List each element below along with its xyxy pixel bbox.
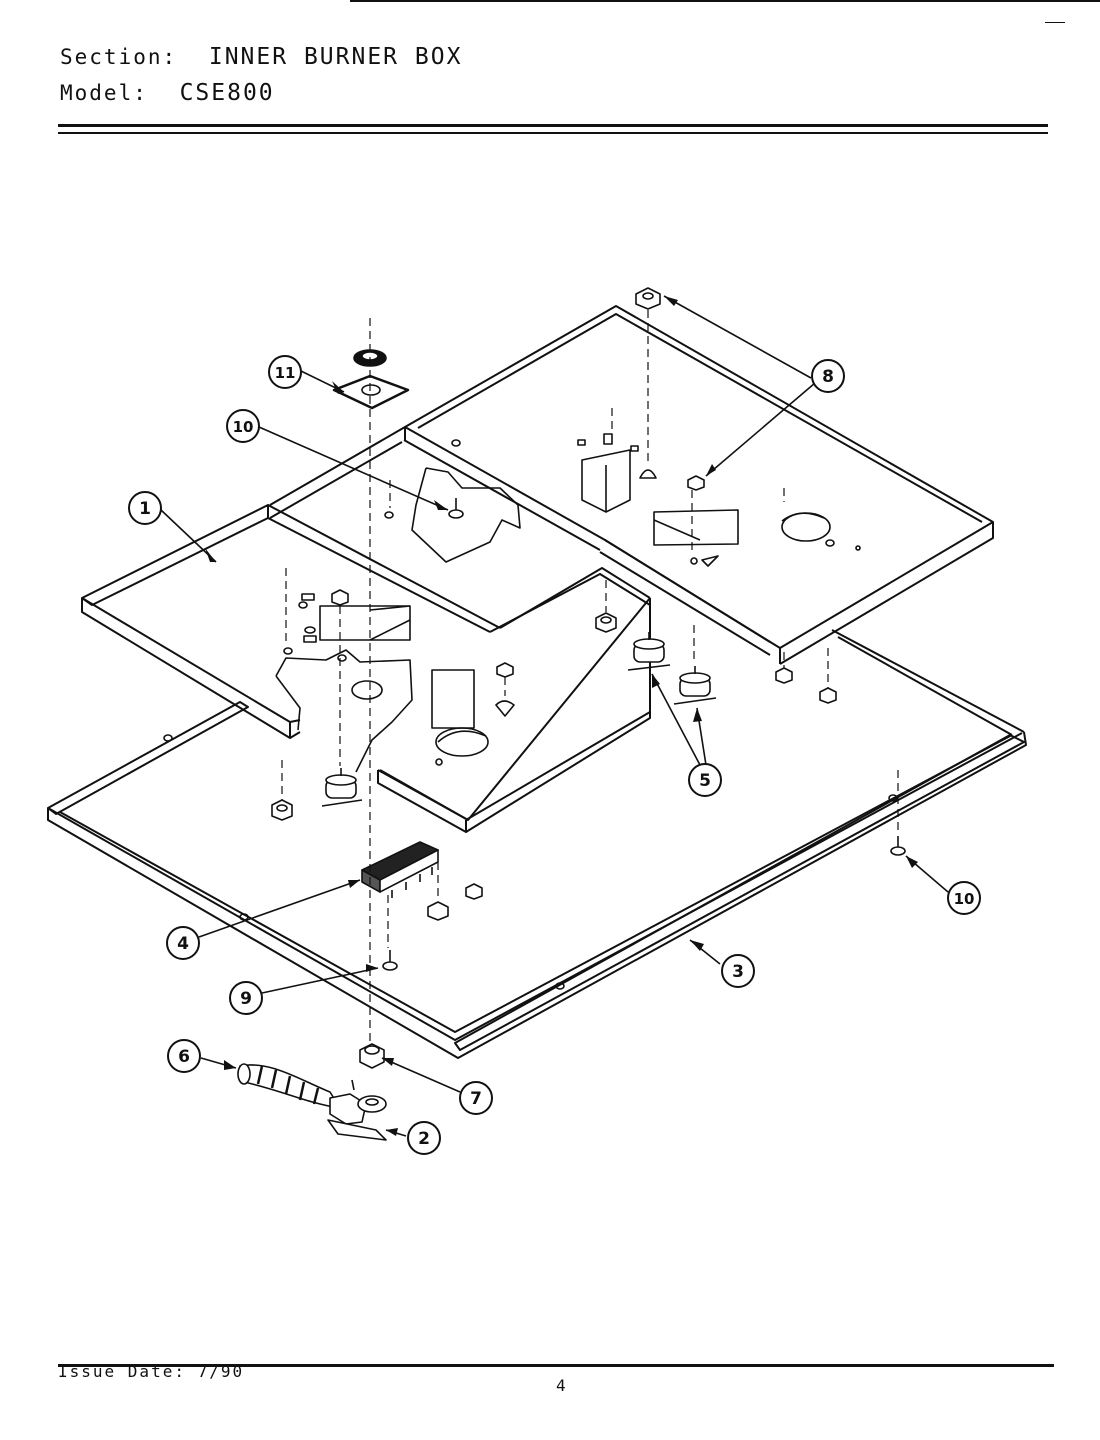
orifice-icon (359, 1043, 385, 1069)
alignment-lines (281, 310, 899, 1044)
callout-2-label: 2 (418, 1129, 430, 1149)
callout-4: 4 (166, 926, 200, 960)
callout-10-lower-label: 10 (954, 890, 975, 908)
callout-10-upper-label: 10 (233, 418, 254, 436)
callout-3-label: 3 (732, 962, 744, 982)
flex-tube-icon (237, 1063, 341, 1109)
callout-9-label: 9 (240, 989, 252, 1009)
model-key: Model: (60, 81, 148, 105)
thermostat-icon (673, 666, 717, 705)
screw-icon (382, 950, 398, 971)
callouts: 1 2 3 4 5 6 7 8 9 10 10 11 (128, 355, 981, 1155)
callout-6: 6 (167, 1039, 201, 1073)
callout-5: 5 (688, 763, 722, 797)
model-number: CSE800 (179, 80, 275, 106)
gas-valve-icon (327, 1079, 387, 1141)
mounting-plate-icon (332, 374, 410, 410)
callout-7: 7 (459, 1081, 493, 1115)
front-burner-tray (81, 504, 651, 833)
callout-7-label: 7 (470, 1089, 482, 1109)
callout-4-label: 4 (177, 934, 189, 954)
rear-burner-tray (269, 305, 994, 665)
leader-lines (160, 295, 949, 1137)
tray-details (163, 433, 898, 990)
callout-10-lower: 10 (947, 881, 981, 915)
callout-1: 1 (128, 491, 162, 525)
callout-9: 9 (229, 981, 263, 1015)
callout-11-label: 11 (275, 364, 296, 382)
header-rule-thin (58, 132, 1048, 134)
hardware (237, 287, 906, 1141)
callout-2: 2 (407, 1121, 441, 1155)
nut-icon (635, 287, 661, 310)
top-right-dash (1045, 22, 1065, 23)
callout-6-label: 6 (178, 1047, 190, 1067)
section-title: INNER BURNER BOX (208, 44, 463, 70)
callout-10-upper: 10 (226, 409, 260, 443)
footer-rule (58, 1364, 1054, 1367)
section-key: Section: (60, 45, 178, 69)
model-line: Model: CSE800 (60, 80, 275, 106)
callout-1-label: 1 (139, 499, 151, 519)
callout-8-label: 8 (822, 367, 834, 387)
screw-icon (890, 836, 906, 856)
header-rule-thick (58, 124, 1048, 127)
page-number: 4 (556, 1376, 566, 1395)
callout-5-label: 5 (699, 771, 711, 791)
callout-3: 3 (721, 954, 755, 988)
thermostat-icon (321, 768, 363, 807)
thermostat-icon (627, 632, 671, 671)
top-rule (350, 0, 1100, 2)
callout-11: 11 (268, 355, 302, 389)
screw-icon (448, 498, 464, 519)
base-pan (47, 629, 1027, 1059)
callout-8: 8 (811, 359, 845, 393)
terminal-block-icon (361, 841, 439, 898)
nut-icon (687, 475, 705, 491)
issue-date: Issue Date: 7/90 (58, 1362, 245, 1381)
section-line: Section: INNER BURNER BOX (60, 44, 462, 70)
leader-arrowheads (205, 296, 918, 1136)
